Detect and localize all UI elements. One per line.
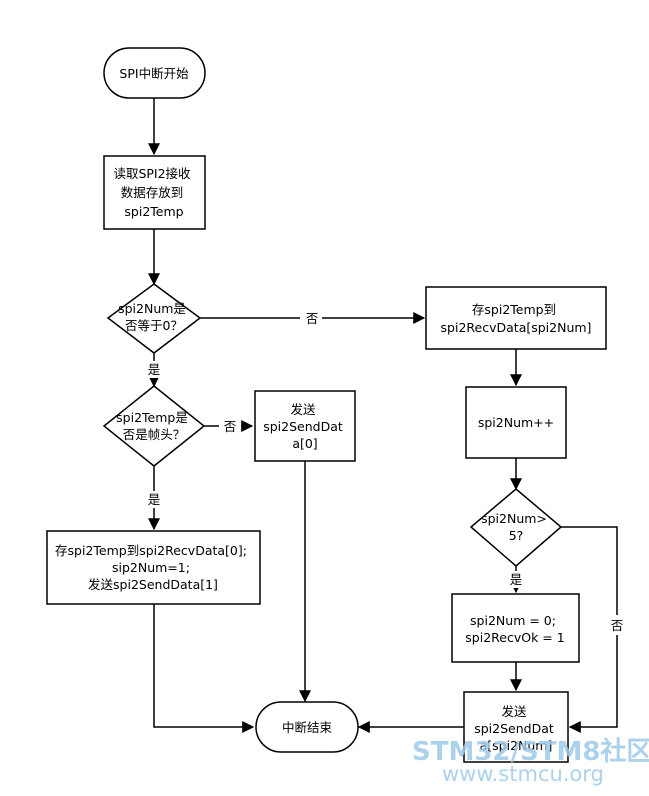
check-gt5-label: spi2Num> 5?: [481, 511, 551, 543]
store-recv-label: 存spi2Temp到 spi2RecvData[spi2Num]: [441, 302, 592, 335]
end-terminal: [255, 701, 359, 753]
edge-label-num-no: 否: [306, 311, 319, 326]
store-first-label: 存spi2Temp到spi2RecvData[0]; sip2Num=1; 发送…: [55, 543, 251, 592]
store-first-process: [46, 530, 261, 605]
edge-label-num-yes: 是: [148, 362, 161, 377]
inc-label: spi2Num++: [478, 415, 554, 430]
store-recv-process: [425, 286, 607, 350]
edge-label-gt5-no: 否: [611, 618, 624, 633]
inc-process: [465, 386, 567, 459]
send0-process: [254, 390, 356, 462]
watermark-line1: STM32/STM8社区: [412, 736, 649, 767]
reset-process: [451, 593, 580, 663]
watermark-line2: www.stmcu.org: [442, 762, 604, 786]
start-terminal: [103, 47, 206, 99]
edge-storefirst-end: [153, 604, 255, 733]
send-num-label: 发送 spi2SendDat a[spi2Num]: [474, 704, 558, 753]
send0-label: 发送 spi2SendDat a[0]: [263, 402, 347, 451]
read-process: [103, 155, 206, 230]
check-gt5-decision: [469, 488, 563, 567]
check-temp-decision: [102, 385, 206, 467]
edge-label-gt5-yes: 是: [510, 572, 523, 587]
read-label: 读取SPI2接收 数据存放到 spi2Temp: [113, 166, 194, 219]
check-num-label: spi2Num是 否等于0？: [118, 301, 190, 333]
edge-label-temp-no: 否: [224, 419, 237, 434]
edge-label-temp-yes: 是: [148, 492, 161, 507]
reset-label: spi2Num = 0; spi2RecvOk = 1: [465, 613, 564, 645]
check-temp-label: spi2Temp是 否是帧头？: [116, 410, 192, 442]
start-label: SPI中断开始: [119, 66, 189, 81]
check-num-decision: [106, 283, 202, 354]
end-label: 中断结束: [282, 720, 333, 735]
send-num-process: [463, 691, 569, 763]
